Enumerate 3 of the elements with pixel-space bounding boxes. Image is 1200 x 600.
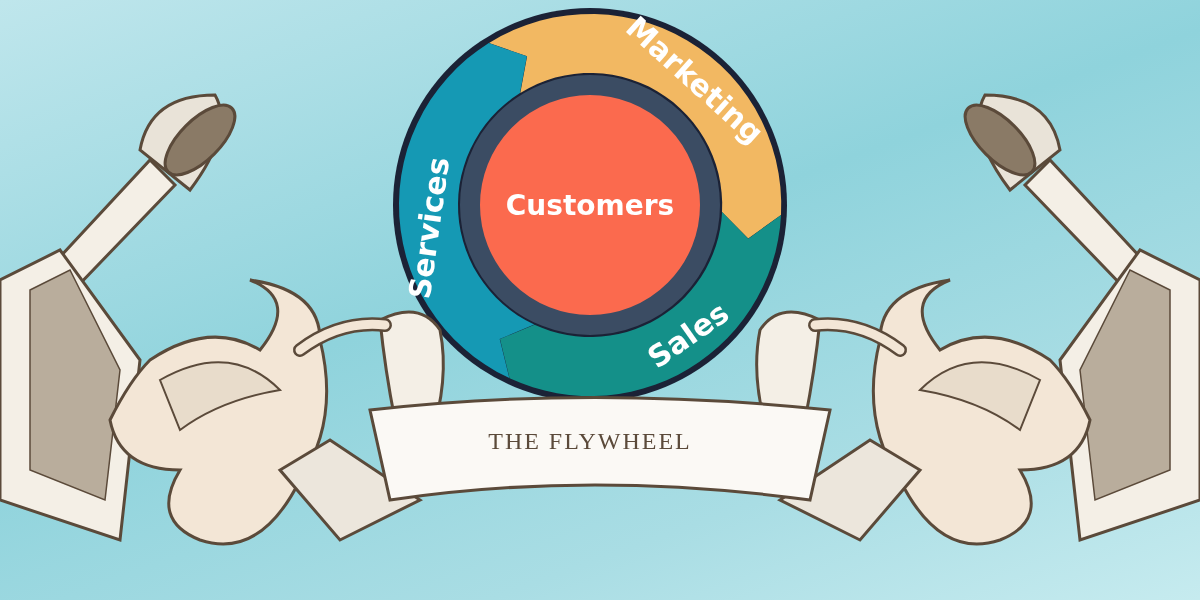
segment-label: Services <box>401 154 456 301</box>
hub-label: Customers <box>505 188 675 222</box>
diagram-title: THE FLYWHEEL <box>487 428 693 455</box>
